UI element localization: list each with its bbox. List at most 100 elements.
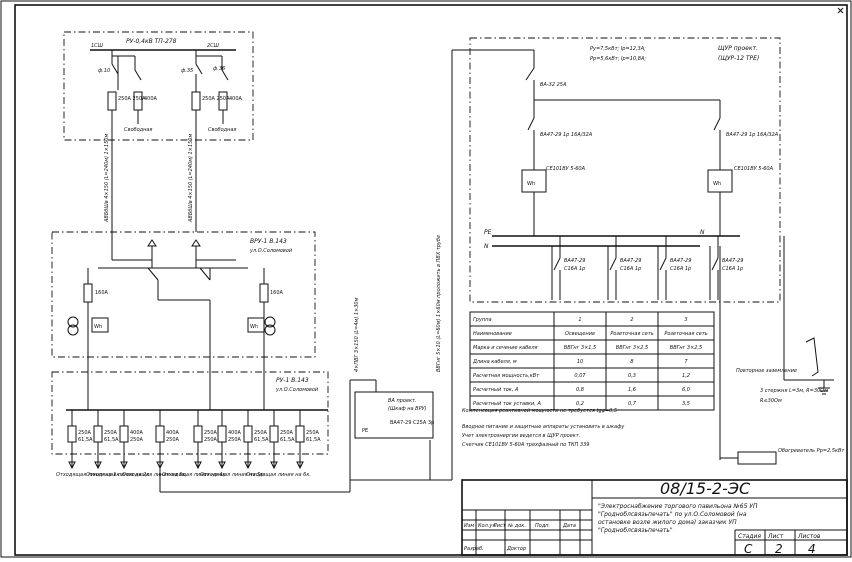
table-cell: Наименование [473, 331, 512, 337]
rp-bottom-output-label: Отходящая линия на 2к. [86, 472, 151, 478]
group-breaker-label: ВА47-29 [620, 258, 641, 264]
vv-box-device: ВА47-29 С25А 3р [390, 420, 434, 426]
rp-bottom-fuse [217, 425, 227, 443]
table-cell: Розеточная сеть [610, 331, 653, 337]
group-breaker-rating: С16А 1р [564, 266, 585, 272]
table-cell: Освещение [565, 331, 595, 337]
table-border [469, 311, 715, 411]
group-breaker-label: ВА47-29 [722, 258, 743, 264]
rp-bottom-fuse-rating: 250А [254, 430, 268, 436]
row-razrab: Разраб. [464, 546, 484, 552]
rp-bottom-output-label: Отходящая линия на 1к. [56, 472, 121, 478]
inner-frame [14, 4, 848, 556]
notes-block: Компенсация реактивной мощности не требу… [462, 408, 625, 448]
table-cell: 0,8 [576, 387, 584, 393]
shch-subtitle: (ЩУР-12 ТРЕ) [718, 55, 759, 62]
rp-bottom-fuse-rating: 250А [104, 430, 118, 436]
rp-top-panel: РУ-0,4кВ ТП-278 1СШ 2СШ ф.10 250А 250А 4… [63, 31, 254, 141]
rp-bottom-fuse-rating-2: 61,5А [104, 437, 119, 443]
shch-meter-1-wh: Wh [527, 181, 535, 187]
table-cell: 0,7 [628, 401, 637, 407]
group-breaker-rating: С16А 1р [722, 266, 743, 272]
rp-bottom-output-label: Отходящая линия на 6к. [246, 472, 311, 478]
vru-fuse-2 [259, 283, 269, 303]
section-1-label: 1СШ [91, 43, 104, 49]
rp-bottom-fuse [67, 425, 77, 443]
header-kolich: Кол.уч [478, 523, 495, 529]
table-header: 1 [578, 317, 581, 323]
rp-bottom-output-label: Отходящая линия на 4к. [162, 472, 227, 478]
current-transformer-2 [264, 316, 276, 328]
table-cell: 1,6 [628, 387, 636, 393]
fuse-f35-rating: 250А 250А [202, 96, 230, 102]
table-cell: ВВГнг 3×2,5 [670, 345, 702, 351]
shch-param-2: Рр=5,6кВт; Iр=10,8А; [590, 56, 646, 62]
ground-value: R≤30Ом [760, 398, 782, 404]
header-data: Дата [562, 523, 576, 529]
shch-meter-1-label: СЕ101ВУ 5-60А [546, 166, 586, 172]
rp-bottom-fuse [119, 425, 129, 443]
rp-bottom-fuse-rating: 400А [166, 430, 180, 436]
sheet-header: Лист [767, 533, 784, 540]
table-cell: ВВГнг 3×1,5 [564, 345, 596, 351]
row-razrab-value: Доктор [506, 546, 526, 552]
rp-bottom-subtitle: ул.О.Соломовой [275, 387, 319, 393]
table-cell: 3,5 [682, 401, 690, 407]
description-line-1: "Электроснабжение торгового павильона №6… [598, 503, 758, 510]
shch-param-1: Ру=7,5кВт; Iр=12,3А; [590, 46, 646, 52]
rp-bottom-fuse-rating-2: 250А [166, 437, 180, 443]
table-cell: 0,3 [628, 373, 636, 379]
cable-vertical-label: 4×ПВГ 3×150 (L=4м) 1×30м [354, 297, 360, 372]
vru-fuse-1 [83, 283, 93, 303]
fuse-f36-rating: 400А [229, 96, 243, 102]
vv-box: ВА проект. (Шкаф на ВРУ) PE ВА47-29 С25А… [349, 379, 434, 480]
ground-note: 3 стержня L=3м, R=30Ом [760, 388, 828, 394]
shch-panel: Ру=7,5кВт; Iр=12,3А; Рр=5,6кВт; Iр=10,8А… [452, 37, 781, 303]
cell-label-f36: ф.36 [213, 66, 225, 72]
fuse-f10-rating: 250А 250А [118, 96, 146, 102]
bus-pe-label: PE [484, 229, 492, 236]
table-cell: 6,0 [682, 387, 690, 393]
description-line-4: "Гродноблсвязьпечать" [598, 527, 673, 534]
vru-subtitle: ул.О.Соломовой [249, 248, 293, 254]
cell-label-f10: ф.10 [98, 68, 110, 74]
stage-header: Стадия [738, 533, 761, 540]
table-cell: 0,07 [574, 373, 586, 379]
grounding: Повторное заземление 3 стержня L=3м, R=3… [719, 236, 845, 465]
group-breaker-rating: С16А 1р [670, 266, 691, 272]
vv-box-pe: PE [362, 428, 368, 434]
rp-bottom-fuse [269, 425, 279, 443]
table-cell: 1,2 [682, 373, 690, 379]
rp-bottom-fuse-rating: 250А [204, 430, 218, 436]
fuse-f35 [191, 91, 201, 111]
rp-bottom-fuse-rating-2: 250А [130, 437, 144, 443]
table-cell: ВВГнг 3×2,5 [616, 345, 648, 351]
rp-top-title: РУ-0,4кВ ТП-278 [126, 38, 177, 45]
table-header: Группа [473, 317, 492, 323]
rp-bottom-panel: РУ-1 В.143 ул.О.Соломовой 250А61,5А250А6… [51, 370, 351, 493]
header-ndoc: № док. [507, 523, 526, 529]
description-line-3: остановке возле жилого дома) заказчик УП [598, 519, 737, 526]
note-4: Счетчик СЕ101ВУ 5-60А трехфазный по ТКП … [462, 442, 589, 448]
rp-bottom-fuse-rating: 250А [280, 430, 294, 436]
rp-bottom-fuse [243, 425, 253, 443]
rp-bottom-fuse [295, 425, 305, 443]
bus-n2-label: N [700, 229, 705, 236]
reserve-label-1: Свободная [124, 127, 152, 133]
group-breaker-label: ВА47-29 [670, 258, 691, 264]
cell-label-f35: ф.35 [181, 68, 193, 74]
vru-fuse-1-rating: 160А [95, 290, 109, 296]
rp-bottom-fuse [155, 425, 165, 443]
current-transformer-1 [67, 316, 79, 328]
rp-bottom-fuse [93, 425, 103, 443]
table-cell: 10 [577, 359, 583, 365]
rp-bottom-fuse-rating: 250А [306, 430, 320, 436]
sheets-header: Листов [797, 533, 821, 540]
table-cell: Розеточная сеть [664, 331, 707, 337]
vv-box-sub: (Шкаф на ВРУ) [388, 406, 427, 412]
table-cell: Марка и сечение кабеля [473, 345, 538, 351]
reserve-label-2: Свободная [208, 127, 236, 133]
rp-bottom-output-label: Отходящая линия на 5к. [200, 472, 265, 478]
